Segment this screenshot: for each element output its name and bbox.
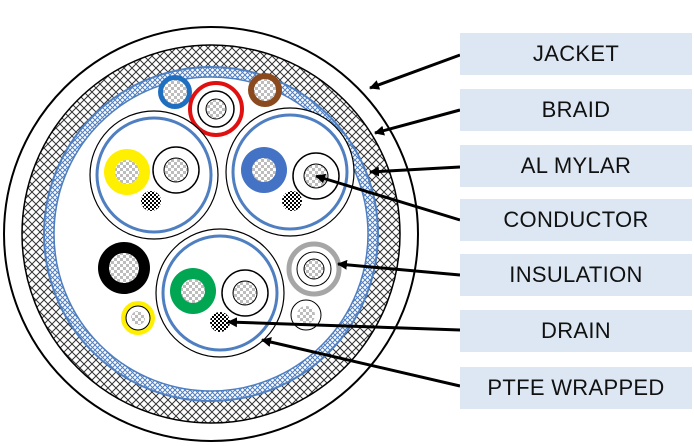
label-insulation: INSULATION xyxy=(460,254,692,296)
wire-brown xyxy=(248,73,282,107)
wire-blue-small xyxy=(158,75,192,109)
label-braid: BRAID xyxy=(460,89,692,131)
arrow-insulation xyxy=(337,259,461,277)
label-jacket: JACKET xyxy=(460,33,692,75)
arrow-ptfe-wrapped xyxy=(261,337,461,388)
leader-arrows xyxy=(227,53,461,388)
arrow-braid xyxy=(374,108,461,136)
pair-yellow xyxy=(89,110,219,240)
arrow-conductor xyxy=(315,173,461,222)
pair-green xyxy=(155,228,285,358)
wire-gray xyxy=(286,241,342,297)
arrow-jacket xyxy=(369,53,461,90)
label-conductor: CONDUCTOR xyxy=(460,199,692,241)
pair-blue xyxy=(225,107,355,237)
wire-black xyxy=(98,242,150,294)
wire-red xyxy=(188,81,244,137)
label-ptfe-wrapped: PTFE WRAPPED xyxy=(460,367,692,409)
arrow-al-mylar xyxy=(369,165,461,177)
label-al-mylar: AL MYLAR xyxy=(460,145,692,187)
wire-yellow-small xyxy=(121,301,155,335)
wire-white-small xyxy=(290,299,322,331)
label-drain: DRAIN xyxy=(460,310,692,352)
arrow-drain xyxy=(227,317,461,332)
